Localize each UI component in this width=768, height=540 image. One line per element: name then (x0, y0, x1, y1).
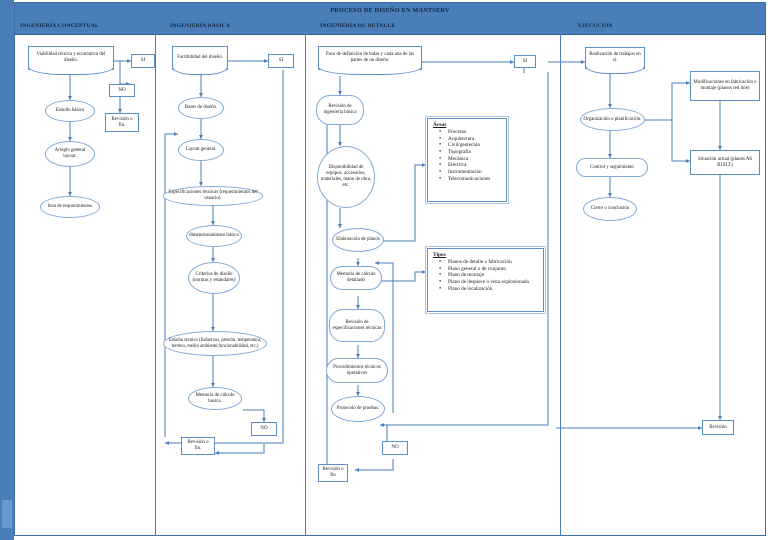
node-basica-si[interactable]: SI (268, 54, 294, 68)
stage-header-conceptual: INGENIERÍA CONCEPTUAL (20, 18, 165, 34)
node-detalle-step-1[interactable]: Revisión de ingeniería básica (316, 95, 364, 125)
list-item: Procesos (439, 129, 502, 136)
stage-header-detalle: INGENIERÍA DE DETALLE (320, 18, 570, 34)
node-ejecucion-step-1[interactable]: Organización o planificación. (580, 108, 645, 131)
stage-label: INGENIERÍA CONCEPTUAL (20, 23, 99, 29)
stage-label: INGENIERÍA DE DETALLE (320, 23, 396, 29)
list-item: Eléctrica (439, 162, 502, 169)
areas-list: Procesos Arquitectura Civil/geotecnia To… (432, 129, 502, 182)
list-item: Plano de despiece o vista explosionada (439, 279, 539, 286)
diagram-title-bar: PROCESO DE DISEÑO EN MANTSERV (15, 3, 765, 19)
page-title: PROCESO DE DISEÑO EN MANTSERV (330, 7, 450, 14)
node-basica-step-3[interactable]: Especificaciones técnicas (requerimiento… (163, 186, 263, 206)
tipos-list: Planos de detalle o fabricación Plano ge… (432, 259, 539, 292)
stage-header-basica: INGENIERÍA BÁSICA (170, 18, 315, 34)
areas-info-box: Áreas Procesos Arquitectura Civil/geotec… (425, 116, 509, 204)
node-basica-step-7[interactable]: Memoria de cálculo básica. (188, 387, 242, 410)
list-item: Telecomunicaciones (439, 176, 502, 183)
stage-label: INGENIERÍA BÁSICA (170, 23, 231, 29)
column-divider-1 (155, 18, 156, 536)
node-ejecucion-step-2[interactable]: Control y seguimiento (576, 158, 648, 177)
list-item: Plano de localización. (439, 286, 539, 293)
areas-box-title: Áreas (433, 122, 447, 128)
tipos-info-box: Tipos Planos de detalle o fabricación Pl… (425, 246, 546, 314)
list-item: Planos de detalle o fabricación (439, 259, 539, 266)
node-detalle-step-3[interactable]: Elaboración de planos (332, 228, 384, 252)
node-conceptual-step-3[interactable]: lista de requerimientos (40, 196, 100, 218)
scroll-thumb[interactable] (2, 500, 12, 528)
stage-header-band: INGENIERÍA CONCEPTUAL INGENIERÍA BÁSICA … (15, 18, 765, 35)
node-basica-step-1[interactable]: Bases de diseño. (178, 97, 224, 119)
node-conceptual-step-2[interactable]: Arreglo general layout. (45, 141, 95, 167)
column-divider-3 (560, 18, 561, 536)
node-ejecucion-modificaciones[interactable]: Modificaciones en fabricación o montaje … (690, 71, 760, 101)
list-item: Civil/geotecnia (439, 142, 502, 149)
column-divider-2 (305, 18, 306, 536)
list-item: Mecánica (439, 156, 502, 163)
stage-header-ejecucion: EJECUCIÓN (578, 18, 768, 34)
node-ejecucion-revision[interactable]: Revisión (702, 420, 734, 435)
node-basica-step-2[interactable]: Layout general. (178, 139, 224, 161)
left-scroll-rail[interactable] (0, 0, 14, 540)
list-item: Plano general o de conjunto (439, 266, 539, 273)
tipos-box-title: Tipos (433, 252, 446, 258)
node-basica-start[interactable]: Factibilidad del diseño. (172, 46, 228, 75)
node-basica-step-4[interactable]: dimensionamiento básico (186, 225, 242, 247)
node-detalle-revision[interactable]: Revisión o fin (318, 464, 348, 482)
diagram-frame (14, 2, 766, 536)
node-conceptual-start[interactable]: Viabilidad técnica y económica del diseñ… (28, 46, 114, 75)
node-detalle-step-2[interactable]: Disponibilidad de equipos, accesorios, m… (317, 146, 375, 208)
node-detalle-step-6[interactable]: Procedimientos técnicos operativos (326, 358, 388, 383)
node-ejecucion-step-3[interactable]: Cierre o conclusión (583, 197, 637, 221)
list-item: Topografía (439, 149, 502, 156)
stage-label: EJECUCIÓN (578, 23, 613, 29)
node-conceptual-no[interactable]: NO (109, 84, 135, 97)
node-basica-revision[interactable]: Revisión o fin. (181, 437, 215, 455)
node-conceptual-step-1[interactable]: Estudio básico (45, 100, 95, 122)
node-ejecucion-start[interactable]: Realización de trabajos en sí. (585, 47, 645, 74)
node-conceptual-revision[interactable]: Revisión o fin. (105, 113, 139, 132)
node-detalle-step-4[interactable]: Memoria de cálculo detallado (330, 266, 382, 290)
node-basica-no[interactable]: NO (251, 422, 277, 436)
node-detalle-step-7[interactable]: Protocolo de pruebas. (331, 396, 385, 422)
node-ejecucion-situacion[interactable]: Situación actual (planos AS BUILT) (690, 150, 760, 175)
node-detalle-step-5[interactable]: Revisión de especificaciones técnicas (329, 309, 385, 342)
node-basica-step-6[interactable]: Estudio técnico (Esfuerzos, presión, tem… (163, 331, 267, 356)
node-conceptual-si[interactable]: SI (131, 54, 155, 68)
node-basica-step-5[interactable]: Criterios de diseño (normas y estándares… (188, 262, 240, 294)
list-item: Plano de montaje (439, 272, 539, 279)
list-item: Instrumentación (439, 169, 502, 176)
node-detalle-si[interactable]: SI (514, 55, 536, 68)
node-detalle-start[interactable]: Paso de definición de todas y cada una d… (318, 46, 422, 75)
list-item: Arquitectura (439, 136, 502, 143)
node-detalle-no[interactable]: NO (382, 441, 408, 455)
